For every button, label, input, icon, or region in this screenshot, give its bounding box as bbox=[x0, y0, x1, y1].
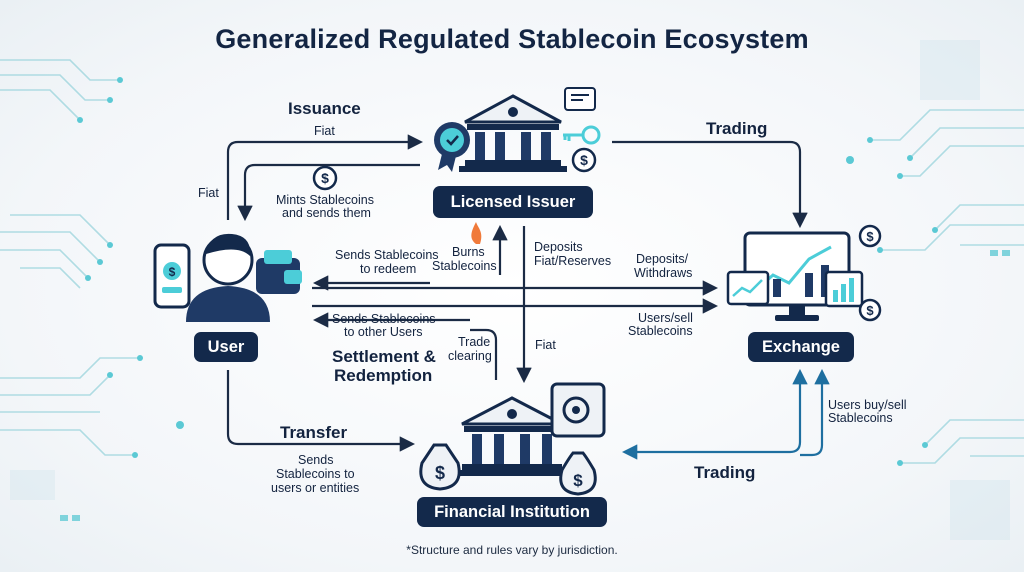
heading-transfer: Transfer bbox=[280, 423, 348, 442]
label-transfer-2: Stablecoins to bbox=[276, 467, 355, 481]
heading-trading-bottom: Trading bbox=[694, 463, 756, 482]
chart-tablet-icon bbox=[824, 270, 864, 308]
svg-text:$: $ bbox=[321, 170, 329, 186]
label-burns-2: Stablecoins bbox=[432, 259, 497, 273]
seal-icon bbox=[434, 122, 470, 172]
coin-icon: $ bbox=[571, 147, 597, 173]
label-mints-1: Mints Stablecoins bbox=[276, 193, 374, 207]
label-sends-redeem-1: Sends Stablecoins bbox=[335, 248, 439, 262]
svg-text:$: $ bbox=[580, 152, 588, 168]
coin-icon: $ bbox=[858, 298, 882, 322]
label-transfer-3: users or entities bbox=[271, 481, 360, 495]
heading-trading-top: Trading bbox=[706, 119, 768, 138]
coin-icon: $ bbox=[858, 224, 882, 248]
heading-settlement: Settlement & bbox=[332, 347, 436, 366]
label-trade-clearing-2: clearing bbox=[448, 349, 492, 363]
label-deposits-fiat-1: Deposits bbox=[534, 240, 583, 254]
money-bag-icon: $ bbox=[559, 451, 597, 496]
label-deposits-withdraws-2: Withdraws bbox=[634, 266, 693, 280]
node-licensed-issuer: Licensed Issuer bbox=[433, 186, 593, 218]
label-users-sell-1: Users/sell bbox=[638, 311, 693, 325]
diagram-title: Generalized Regulated Stablecoin Ecosyst… bbox=[215, 24, 809, 54]
user-avatar-icon bbox=[186, 233, 270, 322]
label-fiat-left: Fiat bbox=[198, 186, 219, 200]
svg-text:$: $ bbox=[435, 463, 445, 483]
label-deposits-withdraws-1: Deposits/ bbox=[636, 252, 689, 266]
arrow-issuance bbox=[226, 134, 424, 220]
svg-text:$: $ bbox=[866, 229, 874, 244]
arrow-transfer bbox=[226, 370, 416, 452]
node-financial-institution: Financial Institution bbox=[417, 497, 607, 527]
label-burns-1: Burns bbox=[452, 245, 485, 259]
footnote: *Structure and rules vary by jurisdictio… bbox=[406, 543, 618, 557]
wallet-icon bbox=[256, 250, 302, 294]
label-users-sell-2: Stablecoins bbox=[628, 324, 693, 338]
label-users-buy-1: Users buy/sell bbox=[828, 398, 907, 412]
coin-icon: $ bbox=[312, 165, 338, 191]
node-user: User bbox=[194, 332, 258, 362]
label-sends-users-2: to other Users bbox=[344, 325, 423, 339]
label-sends-redeem-2: to redeem bbox=[360, 262, 417, 276]
vault-icon bbox=[550, 382, 606, 438]
phone-icon: $ bbox=[153, 243, 191, 309]
label-users-buy-2: Stablecoins bbox=[828, 411, 893, 425]
chart-tablet-icon bbox=[726, 270, 770, 306]
money-bag-icon: $ bbox=[419, 443, 461, 491]
svg-text:$: $ bbox=[169, 265, 176, 279]
certificate-icon bbox=[564, 87, 596, 111]
arrow-mints bbox=[237, 163, 420, 222]
node-exchange: Exchange bbox=[748, 332, 854, 362]
label-deposits-fiat-2: Fiat/Reserves bbox=[534, 254, 612, 268]
arrow-trading-bottom bbox=[621, 368, 808, 460]
svg-text:$: $ bbox=[573, 471, 583, 490]
arrow-trading-top bbox=[612, 140, 808, 229]
label-sends-users-1: Sends Stablecoins bbox=[332, 312, 436, 326]
label-fiat-issuance: Fiat bbox=[314, 124, 335, 138]
heading-issuance: Issuance bbox=[288, 99, 361, 118]
bank-icon bbox=[459, 94, 567, 172]
flame-icon bbox=[471, 222, 482, 244]
key-icon bbox=[563, 125, 601, 145]
label-transfer-1: Sends bbox=[298, 453, 334, 467]
heading-redemption: Redemption bbox=[334, 366, 433, 385]
svg-text:$: $ bbox=[866, 303, 874, 318]
label-mints-2: and sends them bbox=[282, 206, 371, 220]
label-fiat-center: Fiat bbox=[535, 338, 556, 352]
label-trade-clearing-1: Trade bbox=[458, 335, 491, 349]
bank-icon bbox=[456, 396, 568, 476]
